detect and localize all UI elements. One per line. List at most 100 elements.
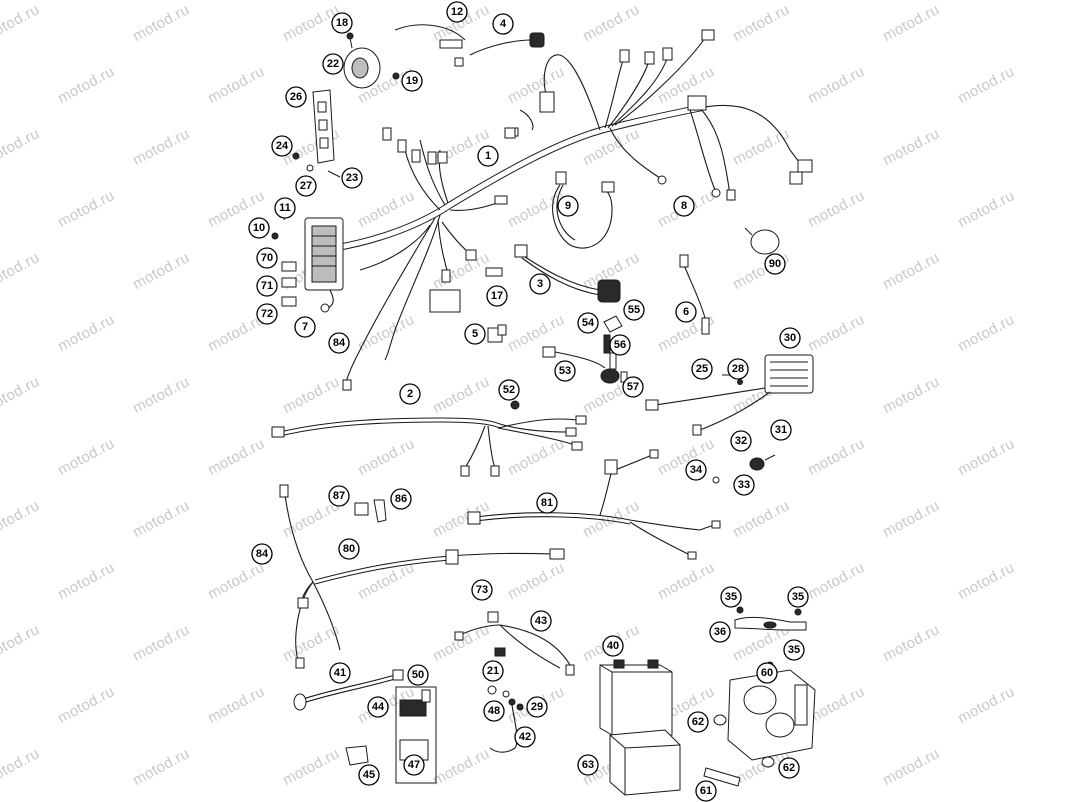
bracket-36-drawing: [734, 606, 807, 631]
harness-81-drawing: [467, 449, 721, 560]
callout-32: 32: [730, 430, 752, 452]
callout-10: 10: [248, 217, 270, 239]
callout-11: 11: [274, 197, 296, 219]
callout-53: 53: [554, 360, 576, 382]
callout-35b: 35: [787, 586, 809, 608]
svg-text:35: 35: [788, 644, 800, 656]
svg-text:32: 32: [735, 435, 747, 447]
svg-text:53: 53: [559, 365, 571, 377]
callout-80: 80: [338, 538, 360, 560]
callout-29: 29: [526, 696, 548, 718]
svg-text:1: 1: [485, 150, 491, 162]
callout-87: 87: [328, 485, 350, 507]
callout-62a: 62: [687, 711, 709, 733]
callout-19: 19: [401, 70, 423, 92]
svg-text:72: 72: [261, 308, 273, 320]
callout-86: 86: [390, 488, 412, 510]
svg-text:12: 12: [451, 6, 463, 18]
callout-84a: 84: [328, 332, 350, 354]
callout-33: 33: [733, 474, 755, 496]
callout-50: 50: [407, 664, 429, 686]
regulator-drawing: [645, 354, 814, 484]
svg-text:28: 28: [732, 363, 744, 375]
svg-text:44: 44: [372, 701, 385, 713]
svg-text:10: 10: [253, 222, 265, 234]
svg-text:81: 81: [541, 497, 553, 509]
svg-text:31: 31: [775, 424, 787, 436]
svg-text:57: 57: [627, 381, 639, 393]
svg-text:5: 5: [472, 328, 478, 340]
relay-drawing: [487, 315, 628, 384]
svg-text:73: 73: [476, 584, 488, 596]
svg-text:8: 8: [681, 200, 687, 212]
svg-text:7: 7: [302, 321, 308, 333]
svg-text:56: 56: [614, 339, 626, 351]
svg-text:24: 24: [276, 140, 289, 152]
callout-36: 36: [709, 621, 731, 643]
svg-text:17: 17: [491, 290, 503, 302]
switch-harness-drawing: [485, 244, 621, 303]
svg-text:80: 80: [343, 543, 355, 555]
callout-12: 12: [446, 1, 468, 23]
horn-drawing: [343, 32, 400, 89]
svg-text:60: 60: [761, 667, 773, 679]
svg-text:87: 87: [333, 490, 345, 502]
harness-80-drawing: [279, 484, 565, 669]
svg-text:90: 90: [769, 258, 781, 270]
callout-60: 60: [756, 662, 778, 684]
svg-text:22: 22: [327, 58, 339, 70]
sensor-cable-drawing: [552, 171, 615, 249]
callout-7: 7: [294, 316, 316, 338]
callout-34: 34: [685, 459, 707, 481]
callout-41: 41: [329, 662, 351, 684]
callout-1: 1: [477, 145, 499, 167]
battery-box-drawing: [609, 729, 681, 796]
callout-24: 24: [271, 135, 293, 157]
callout-45: 45: [358, 764, 380, 786]
callout-9: 9: [557, 195, 579, 217]
svg-text:41: 41: [334, 667, 346, 679]
battery-drawing: [599, 659, 673, 736]
callout-5: 5: [464, 323, 486, 345]
svg-text:25: 25: [696, 363, 708, 375]
top-small-harness-drawing: [394, 24, 545, 139]
callout-42: 42: [514, 726, 536, 748]
svg-text:34: 34: [690, 464, 703, 476]
callout-3: 3: [529, 273, 551, 295]
svg-text:48: 48: [488, 705, 500, 717]
callout-40: 40: [602, 635, 624, 657]
svg-text:23: 23: [346, 172, 358, 184]
svg-text:55: 55: [628, 304, 640, 316]
callout-47: 47: [403, 754, 425, 776]
callout-23: 23: [341, 167, 363, 189]
sensor-drawing: [679, 254, 710, 335]
svg-text:21: 21: [487, 665, 499, 677]
svg-text:84: 84: [256, 548, 269, 560]
svg-text:45: 45: [363, 769, 375, 781]
callout-35c: 35: [783, 639, 805, 661]
callout-52: 52: [498, 379, 520, 401]
svg-text:62: 62: [692, 716, 704, 728]
callout-30: 30: [779, 327, 801, 349]
callout-4: 4: [492, 13, 514, 35]
callout-90: 90: [764, 253, 786, 275]
battery-tray-drawing: [703, 661, 816, 787]
svg-text:33: 33: [738, 479, 750, 491]
callout-72: 72: [256, 303, 278, 325]
callout-43: 43: [530, 610, 552, 632]
svg-text:19: 19: [406, 75, 418, 87]
callout-21: 21: [482, 660, 504, 682]
svg-text:35: 35: [725, 591, 737, 603]
callout-62b: 62: [778, 757, 800, 779]
callout-2: 2: [399, 383, 421, 405]
callout-35a: 35: [720, 586, 742, 608]
svg-text:70: 70: [261, 252, 273, 264]
callout-17: 17: [486, 285, 508, 307]
svg-text:36: 36: [714, 626, 726, 638]
fuse-box-drawing: [281, 217, 344, 313]
svg-text:40: 40: [607, 640, 619, 652]
cable-tie-drawing: [744, 227, 780, 255]
svg-text:61: 61: [700, 785, 712, 797]
callout-70: 70: [256, 247, 278, 269]
